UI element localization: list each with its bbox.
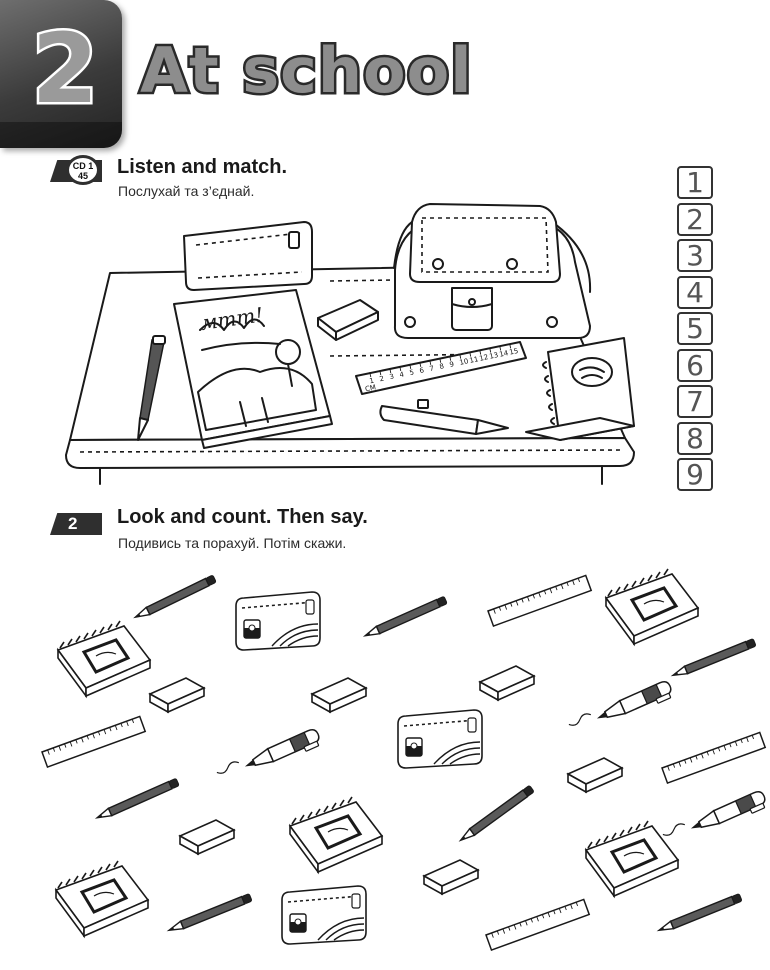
pencil-item bbox=[137, 335, 166, 441]
pencil-case-3 bbox=[281, 885, 367, 945]
pencil-case-2 bbox=[397, 709, 483, 769]
ruler-tick-label: 6 bbox=[419, 366, 426, 375]
unit-tab: 2 bbox=[0, 0, 122, 148]
spiral-notebook-3 bbox=[288, 795, 384, 874]
ruler-tick-label: 13 bbox=[489, 351, 499, 361]
ruler-tick bbox=[429, 359, 432, 365]
exercise-2-subtitle: Подивись та порахуй. Потім скажи. bbox=[118, 535, 347, 551]
ruler-tick bbox=[399, 365, 402, 372]
ruler-tick-label: 12 bbox=[479, 353, 489, 363]
ruler-tick-label: 5 bbox=[409, 368, 415, 377]
ruler-item bbox=[355, 341, 527, 395]
pencil-2 bbox=[362, 595, 448, 641]
unit-number: 2 bbox=[29, 12, 101, 127]
pencil-1 bbox=[132, 574, 217, 622]
ruler-tick-label: 8 bbox=[439, 362, 445, 371]
eraser-5 bbox=[179, 819, 235, 855]
cd-icon: CD 1 45 bbox=[66, 155, 100, 185]
eraser-1 bbox=[149, 677, 205, 713]
exercise-1-title: Listen and match. bbox=[117, 156, 288, 178]
number-box-9: 9 bbox=[677, 458, 713, 491]
ruler-tick-label: 2 bbox=[379, 375, 385, 384]
ruler-tick bbox=[479, 349, 482, 355]
unit-title: At school bbox=[137, 32, 473, 110]
pencil-case-1 bbox=[235, 591, 321, 651]
cd-track: 45 bbox=[77, 171, 88, 181]
spiral-notebook-item bbox=[525, 337, 635, 441]
ruler-tick bbox=[409, 363, 412, 369]
ruler-1 bbox=[487, 574, 592, 627]
spiral-notebook-4 bbox=[584, 819, 680, 898]
pen-2 bbox=[214, 725, 324, 789]
pen-3 bbox=[660, 787, 770, 851]
ruler-tick bbox=[459, 353, 462, 359]
pencil-4 bbox=[94, 777, 180, 823]
ruler-tick bbox=[439, 357, 442, 363]
ruler-tick-label: 10 bbox=[459, 357, 469, 367]
pen-item bbox=[379, 399, 509, 435]
ruler-tick-label: 15 bbox=[509, 347, 519, 357]
ruler-tick-label: 7 bbox=[429, 364, 435, 373]
eraser-2 bbox=[311, 677, 367, 713]
ruler-tick bbox=[419, 361, 422, 367]
number-box-3: 3 bbox=[677, 239, 713, 272]
pen-1 bbox=[566, 677, 676, 741]
ruler-tick bbox=[449, 355, 452, 361]
pencil-6 bbox=[166, 892, 253, 935]
ruler-tick-label: 1 bbox=[369, 377, 375, 386]
number-box-5: 5 bbox=[677, 312, 713, 345]
eraser-3 bbox=[479, 665, 535, 701]
spiral-notebook-2 bbox=[604, 567, 700, 646]
exercise-1-subtitle: Послухай та з’єднай. bbox=[118, 183, 255, 199]
ruler-tick-label: 14 bbox=[499, 349, 510, 359]
pencil-5 bbox=[457, 784, 535, 845]
ruler-tick bbox=[379, 370, 382, 376]
eraser-4 bbox=[567, 757, 623, 793]
ruler-tick bbox=[389, 368, 392, 374]
number-box-7: 7 bbox=[677, 385, 713, 418]
eraser-6 bbox=[423, 859, 479, 895]
ruler-tick bbox=[369, 372, 372, 378]
ruler-tick-label: 3 bbox=[389, 372, 395, 381]
school-bag-item bbox=[393, 203, 592, 339]
exercise-2-title: Look and count. Then say. bbox=[117, 506, 368, 528]
ruler-tick-label: 4 bbox=[399, 370, 406, 379]
spiral-notebook-1 bbox=[56, 619, 152, 698]
ruler-tick-label: 9 bbox=[449, 360, 455, 369]
ruler-4 bbox=[485, 898, 590, 951]
ruler-unit-label: CM bbox=[364, 383, 376, 393]
ruler-3 bbox=[661, 731, 766, 784]
ruler-tick bbox=[509, 343, 512, 349]
number-box-4: 4 bbox=[677, 275, 713, 309]
number-box-8: 8 bbox=[677, 421, 713, 455]
book-item bbox=[173, 289, 333, 449]
ruler-tick bbox=[489, 347, 492, 353]
number-box-6: 6 bbox=[677, 348, 713, 382]
exercise-2-badge: 2 bbox=[50, 513, 102, 535]
number-box-1: 1 bbox=[677, 166, 713, 199]
ruler-tick-label: 11 bbox=[469, 355, 479, 365]
ruler-tick bbox=[469, 351, 472, 357]
ruler-tick bbox=[499, 345, 502, 351]
pencil-case-item bbox=[183, 221, 313, 291]
number-box-2: 2 bbox=[677, 202, 713, 236]
ruler-2 bbox=[41, 715, 146, 768]
eraser-item bbox=[317, 299, 379, 341]
pencil-7 bbox=[656, 892, 743, 935]
pencil-3 bbox=[670, 637, 757, 680]
spiral-notebook-5 bbox=[54, 859, 150, 938]
cd-label: CD 1 bbox=[72, 161, 94, 171]
